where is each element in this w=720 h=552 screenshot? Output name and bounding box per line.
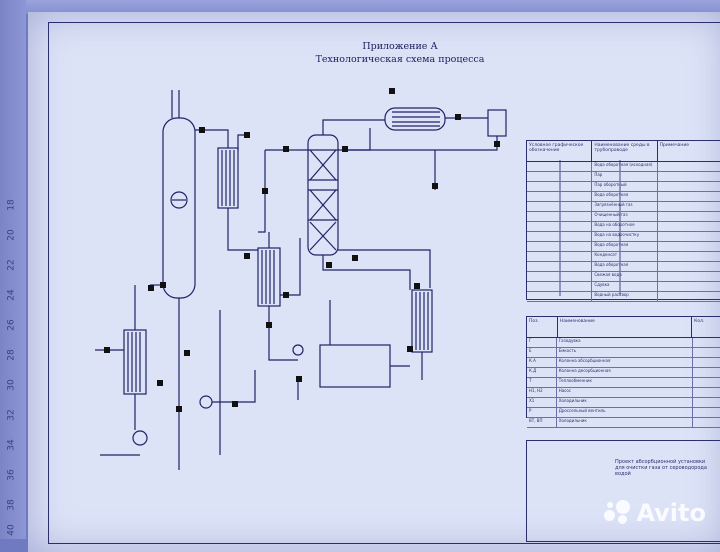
pipe-medium: Вода оборотная: [592, 192, 658, 201]
pipe-table-header: Условное графическое обозначение Наимено…: [527, 141, 720, 162]
avito-logo-icon: [604, 500, 631, 526]
equipment-name: Емкость: [557, 348, 694, 357]
pipe-medium: Вода оборотная (исходная): [592, 162, 658, 171]
pipe-medium: Пар оборотный: [592, 182, 658, 191]
table-row: Вода на оборотное: [527, 222, 720, 232]
pipe-medium: Вода на оборотное: [592, 222, 658, 231]
pipe-medium: Вода оборотная: [592, 262, 658, 271]
header-cell: Условное графическое обозначение: [527, 141, 593, 161]
equipment-pos: К.А: [527, 358, 557, 367]
table-row: Загрязнённый газ: [527, 202, 720, 212]
drawing-sheet: [28, 12, 720, 552]
drawing-title: Приложение А Технологическая схема проце…: [260, 40, 540, 66]
pump-h1: [132, 430, 148, 446]
equipment-pos: Х1: [527, 398, 557, 407]
cooler-x1: [217, 147, 239, 209]
top-ruler: [0, 0, 720, 14]
pipe-legend-table: Условное графическое обозначение Наимено…: [526, 140, 720, 302]
pipe-medium: Загрязнённый газ: [592, 202, 658, 211]
pipe-medium: Пар: [592, 172, 658, 181]
pipe-medium: Вода на водоочистку: [592, 232, 658, 241]
table-row: Вода на водоочистку: [527, 232, 720, 242]
equipment-pos: К.Д: [527, 368, 557, 377]
table-row: Вода оборотная: [527, 242, 720, 252]
header-cell: Примечание: [658, 141, 720, 161]
equipment-table-header: Поз. Наименование Кол.: [527, 317, 720, 338]
left-ruler: 18 20 22 24 26 28 30 32 34 36 38 40: [0, 0, 26, 539]
heat-exchanger: [257, 247, 281, 307]
equipment-name: Холодильник: [557, 398, 694, 407]
avito-brand-text: Avito: [636, 499, 706, 527]
equipment-pos: Е: [527, 348, 557, 357]
table-row: Пар оборотный: [527, 182, 720, 192]
table-row: Вода оборотная: [527, 192, 720, 202]
pipe-medium: Водный раствор: [592, 292, 658, 301]
pipe-medium: Конденсат: [592, 252, 658, 261]
process-flow-diagram: [95, 88, 621, 470]
cooler-right: [411, 289, 433, 353]
equipment-name: Холодильник: [557, 418, 694, 427]
header-cell: Поз.: [527, 317, 558, 337]
avito-watermark: Avito: [604, 499, 706, 527]
absorber-internal: [170, 191, 188, 209]
table-row: Сдувка: [527, 282, 720, 292]
table-row: Очищенный газ: [527, 212, 720, 222]
pipe-medium: Вода оборотная: [592, 242, 658, 251]
equipment-name: Насос: [557, 388, 694, 397]
equipment-pos: Г: [527, 338, 557, 347]
equipment-pos: ВТ, ВП: [527, 418, 557, 427]
pipe-medium: Очищенный газ: [592, 212, 658, 221]
equipment-name: Колонна абсорбционная: [557, 358, 694, 367]
table-row: Вода оборотная (исходная): [527, 162, 720, 172]
equipment-name: Колонна десорбционная: [557, 368, 694, 377]
table-row: Свежая вода: [527, 272, 720, 282]
equipment-pos: Р: [527, 408, 557, 417]
header-cell: Наименование: [558, 317, 693, 337]
pump-h2: [199, 395, 213, 409]
equipment-pos: Н1, Н2: [527, 388, 557, 397]
header-cell: Наименование среды в трубопроводе: [592, 141, 658, 161]
equipment-pos: Т: [527, 378, 557, 387]
table-row: Вода оборотная: [527, 262, 720, 272]
separator: [487, 109, 507, 137]
gas-blower: [292, 344, 304, 356]
table-row: Водный раствор: [527, 292, 720, 302]
scheme-title: Технологическая схема процесса: [315, 54, 485, 65]
pipe-medium: Свежая вода: [592, 272, 658, 281]
appendix-label: Приложение А: [362, 41, 438, 52]
equipment-name: Газодувка: [557, 338, 694, 347]
cooler-bottom: [123, 329, 147, 395]
tank: [319, 344, 391, 388]
stamp-project-text: Проект абсорбционной установки для очист…: [615, 459, 707, 477]
table-row: Конденсат: [527, 252, 720, 262]
table-row: Пар: [527, 172, 720, 182]
header-cell: Кол.: [692, 317, 720, 337]
condenser: [384, 107, 446, 131]
equipment-name: Дроссельный вентиль: [557, 408, 694, 417]
pipe-medium: Сдувка: [592, 282, 658, 291]
equipment-name: Теплообменник: [557, 378, 694, 387]
